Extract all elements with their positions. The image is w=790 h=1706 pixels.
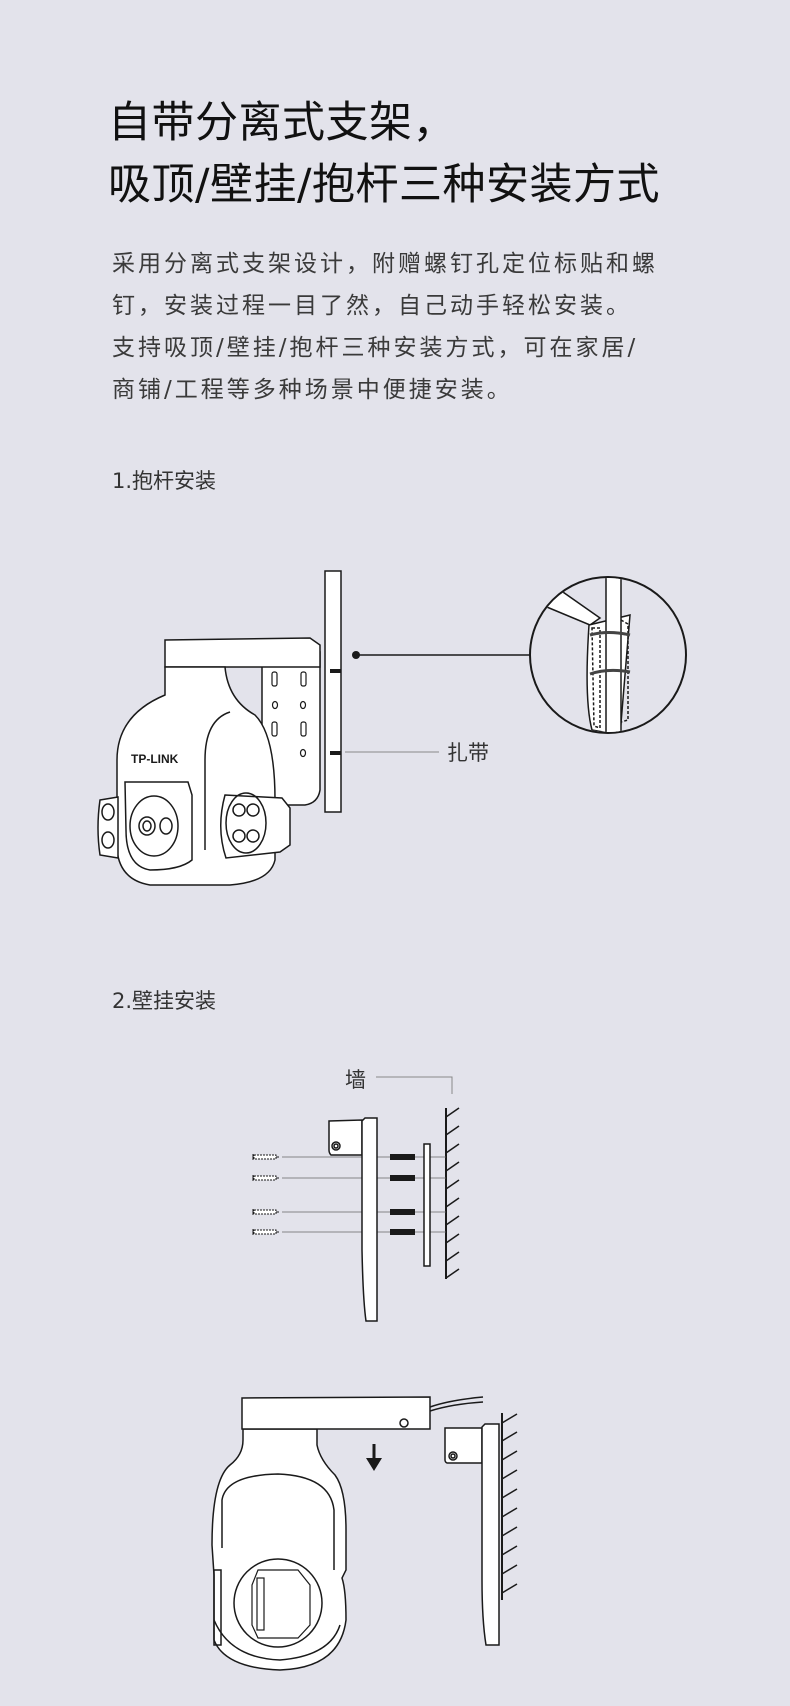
pole-mount-illustration: TP-LINK 扎带 [97,570,687,886]
bracket-vertical-plate [261,651,321,806]
wall-mount-attach-illustration [211,1396,518,1671]
description-line: 商铺/工程等多种场景中便捷安装。 [112,377,513,403]
lens-module [124,781,193,871]
brand-logo: TP-LINK [131,752,179,766]
title-line-1: 自带分离式支架， [108,98,456,148]
camera-lens [233,1558,323,1648]
arrow-down-icon [366,1444,382,1471]
pole [324,570,342,813]
description-line: 采用分离式支架设计，附赠螺钉孔定位标贴和螺 [112,251,658,277]
strap-detail-magnifier [529,576,687,734]
bracket-top-arm [164,637,321,668]
cable [429,1396,484,1412]
wall-mount-exploded-illustration: 墙 [252,1068,460,1322]
description-line: 钉，安装过程一目了然，自己动手轻松安装。 [112,293,632,319]
screws [252,1154,279,1235]
wall-anchors [390,1154,415,1235]
camera-body-side [211,1428,347,1671]
wall-bracket-plate-2 [481,1423,500,1646]
section-title-pole: 1.抱杆安装 [112,469,217,493]
title-line-2: 吸顶/壁挂/抱杆三种安装方式 [108,160,660,210]
description: 采用分离式支架设计，附赠螺钉孔定位标贴和螺 钉，安装过程一目了然，自己动手轻松安… [112,243,732,411]
description-line: 支持吸顶/壁挂/抱杆三种安装方式，可在家居/ [112,335,639,361]
wall-label: 墙 [345,1068,366,1092]
camera-top-arm [241,1396,431,1430]
strap-label: 扎带 [447,741,489,765]
page-title: 自带分离式支架， 吸顶/壁挂/抱杆三种安装方式 [108,92,660,216]
section-title-wall: 2.壁挂安装 [112,989,217,1013]
side-light-left [97,796,119,859]
wall-bracket-plate [361,1117,378,1322]
positioning-sticker [423,1143,431,1267]
